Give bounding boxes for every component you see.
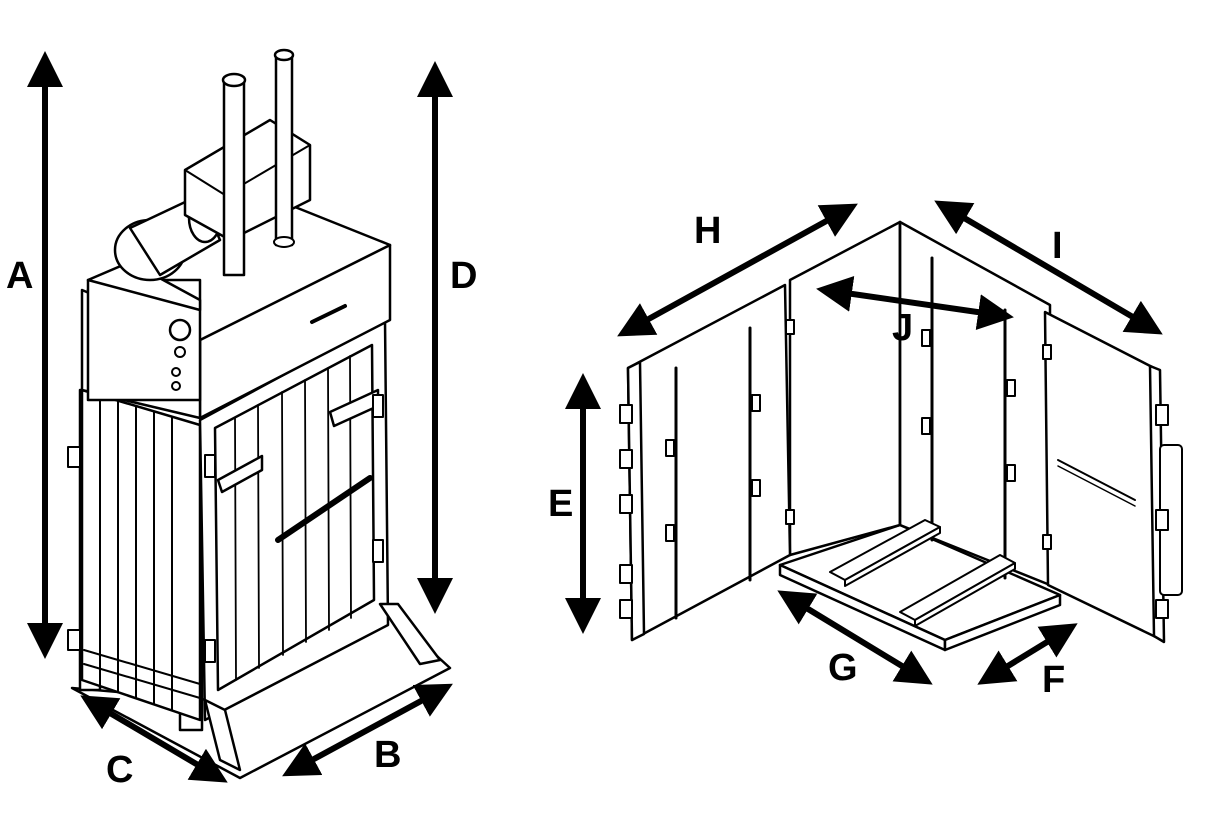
dimension-arrow-h xyxy=(617,203,858,337)
baler-machine xyxy=(67,48,452,780)
dimension-arrows xyxy=(27,51,1163,783)
dimension-arrow-c xyxy=(80,695,228,783)
dimension-arrow-f xyxy=(977,623,1078,685)
dimension-label-a: A xyxy=(6,255,33,297)
dimension-arrow-b xyxy=(282,683,453,777)
dimension-arrow-i xyxy=(934,200,1163,335)
dimension-label-d: D xyxy=(450,255,477,297)
dimension-label-f: F xyxy=(1042,659,1065,701)
dimension-labels: A D C B H I J E G F xyxy=(6,210,1065,791)
dimension-label-g: G xyxy=(828,647,858,689)
dimension-label-j: J xyxy=(892,307,913,349)
dimension-label-b: B xyxy=(374,734,401,776)
dimension-label-c: C xyxy=(106,749,133,791)
dimension-arrow-j xyxy=(816,276,1014,330)
dimension-label-i: I xyxy=(1052,225,1063,267)
dimension-label-e: E xyxy=(548,483,573,525)
dimension-arrow-g xyxy=(777,590,933,685)
bale-chamber-open xyxy=(619,220,1183,652)
dimension-label-h: H xyxy=(694,210,721,252)
